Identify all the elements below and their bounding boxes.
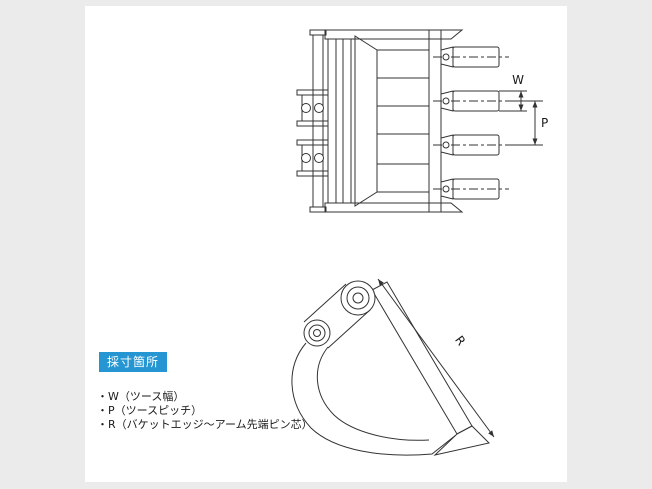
tooth — [433, 134, 509, 156]
arm-pin-boss-large — [340, 280, 376, 316]
bucket-blade — [371, 281, 473, 435]
legend-list: ・W（ツース幅） ・P（ツースピッチ） ・R（バケットエッジ～アーム先端ピン芯） — [97, 390, 313, 432]
legend-item-w: ・W（ツース幅） — [97, 390, 185, 403]
bucket-ribs — [377, 49, 429, 193]
mount-lug-upper — [296, 89, 329, 127]
lip-plate — [428, 29, 442, 213]
w-dimension-label: W — [512, 73, 524, 87]
measurement-section-label: 採寸箇所 — [99, 352, 168, 372]
bucket-front-view — [296, 29, 509, 213]
r-dimension — [377, 278, 495, 438]
mount-lug-lower — [296, 139, 329, 177]
bracket-links — [303, 283, 371, 349]
link-pin-boss-small — [303, 319, 331, 347]
legend-item-p: ・P（ツースピッチ） — [97, 404, 203, 417]
side-cutter-top — [324, 29, 464, 40]
back-shell-outer — [291, 342, 457, 456]
legend-item-r: ・R（バケットエッジ～アーム先端ピン芯） — [97, 418, 313, 431]
r-dimension-label: R — [452, 333, 468, 348]
side-cutter-bottom — [324, 202, 464, 213]
bucket-side-view — [291, 280, 490, 456]
p-dimension — [509, 100, 543, 146]
bucket-technical-drawing: W P R — [291, 29, 548, 456]
bucket-body — [342, 35, 378, 207]
back-shell-inner — [316, 346, 430, 441]
diagram-canvas: W P R 採寸箇所 ・W（ツース幅） ・P（ツースピッチ） ・R（バケットエッ… — [85, 6, 567, 482]
tooth — [433, 46, 509, 68]
tooth — [433, 178, 509, 200]
tooth — [433, 90, 509, 112]
p-dimension-label: P — [541, 116, 548, 130]
